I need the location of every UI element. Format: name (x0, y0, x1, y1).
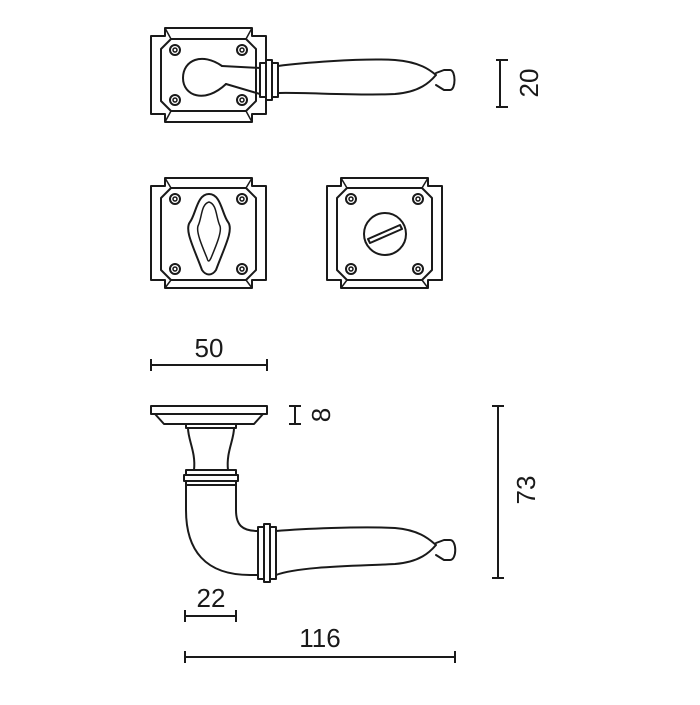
privacy-rosette (150, 177, 267, 289)
lever-side-view (150, 405, 457, 583)
release-rosette (326, 177, 443, 289)
dimension-label-8: 8 (306, 408, 336, 422)
dimension-label-116: 116 (299, 623, 340, 653)
dimension-73: 73 (492, 405, 541, 579)
screw-holes (169, 44, 248, 106)
lever-rosette-front-view (150, 27, 456, 123)
dimension-50: 50 (150, 333, 268, 371)
dimension-20: 20 (496, 59, 544, 108)
release-slot (367, 224, 403, 244)
thumb-turn (187, 193, 231, 276)
dimension-8: 8 (289, 405, 336, 425)
lever-handle-top (182, 57, 456, 101)
dimension-116: 116 (184, 623, 456, 663)
rosette-plate (150, 27, 267, 123)
dimension-label-73: 73 (511, 476, 541, 505)
release-indicator (363, 212, 407, 256)
dimension-label-20: 20 (514, 69, 544, 98)
dimension-label-50: 50 (195, 333, 224, 363)
dimension-22: 22 (184, 583, 237, 622)
dimension-label-22: 22 (197, 583, 226, 613)
